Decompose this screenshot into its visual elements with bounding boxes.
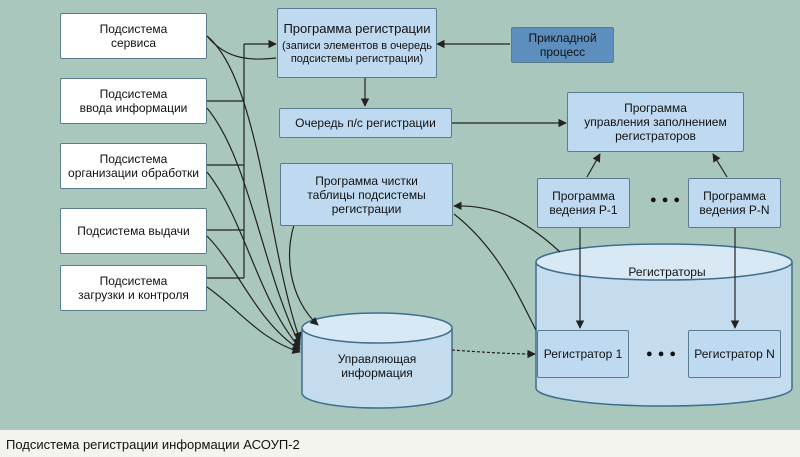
maintain-ellipsis: ● ● ● — [650, 194, 682, 206]
maintain-pn-program[interactable]: Программа ведения Р-N — [688, 178, 781, 228]
subsystem-service[interactable]: Подсистема сервиса — [60, 13, 207, 59]
control-info-cylinder — [301, 312, 453, 409]
subsystem-processing-line2: организации обработки — [68, 166, 199, 180]
arrow-output-to-control — [206, 235, 301, 351]
subsystem-input-line1: Подсистема — [99, 87, 168, 101]
registrator-n-label: Регистратор N — [694, 347, 775, 361]
registration-program[interactable]: Программа регистрации (записи элементов … — [277, 8, 437, 78]
arrow-cleanup-control — [288, 209, 319, 326]
arrow-p1-to-manager — [586, 153, 601, 178]
subsystem-output-line1: Подсистема выдачи — [77, 224, 190, 238]
arrow-cleanup-to-registrators — [453, 213, 537, 331]
cleanup-program-line1: Программа чистки — [315, 173, 418, 188]
arrow-control-to-reg1 — [451, 349, 536, 359]
maintain-p1-program[interactable]: Программа ведения Р-1 — [537, 178, 630, 228]
fill-manager-line3: регистраторов — [615, 129, 696, 143]
arrow-processing-to-control — [206, 171, 301, 349]
registration-queue-label: Очередь п/с регистрации — [295, 116, 436, 130]
control-info-line1: Управляющая — [337, 352, 417, 366]
arrow-pn-to-manager — [712, 153, 728, 178]
control-info-line2: информация — [341, 366, 413, 380]
arrow-registrators-to-cleanup — [453, 201, 561, 253]
applied-process-line1: Прикладной — [528, 31, 597, 45]
cleanup-program[interactable]: Программа чистки таблицы подсистемы реги… — [280, 163, 453, 226]
subsystem-loading-line2: загрузки и контроля — [78, 288, 189, 302]
arrow-loading-to-control — [206, 286, 301, 354]
fill-manager-program[interactable]: Программа управления заполнением регистр… — [567, 92, 744, 152]
maintain-pn-line2: ведения Р-N — [699, 203, 770, 217]
subsystem-service-line1: Подсистема — [99, 22, 168, 36]
subsystem-loading-line1: Подсистема — [99, 274, 168, 288]
registrators-title: Регистраторы — [628, 265, 706, 279]
registrator-n[interactable]: Регистратор N — [688, 330, 781, 378]
applied-process[interactable]: Прикладной процесс — [511, 27, 614, 63]
registration-program-note-line1: (записи элементов в очередь — [282, 39, 432, 52]
maintain-p1-line1: Программа — [552, 189, 615, 203]
registration-program-title: Программа регистрации — [283, 20, 431, 36]
arrow-service-to-control — [206, 35, 302, 341]
registrator-1[interactable]: Регистратор 1 — [537, 330, 629, 378]
subsystem-output[interactable]: Подсистема выдачи — [60, 208, 207, 254]
figure-caption: Подсистема регистрации информации АСОУП-… — [6, 437, 300, 452]
control-info-label: Управляющая информация — [317, 352, 437, 380]
cleanup-program-line3: регистрации — [331, 201, 402, 216]
subsystem-loading[interactable]: Подсистема загрузки и контроля — [60, 265, 207, 311]
fill-manager-line1: Программа — [624, 101, 687, 115]
subsystem-processing-line1: Подсистема — [99, 152, 168, 166]
applied-process-line2: процесс — [539, 45, 586, 59]
registrators-ellipsis: ● ● ● — [646, 348, 678, 360]
registration-program-note-line2: подсистемы регистрации) — [290, 52, 424, 65]
maintain-p1-line2: ведения Р-1 — [549, 203, 618, 217]
fill-manager-line2: управления заполнением — [584, 115, 727, 129]
subsystem-service-line2: сервиса — [110, 36, 157, 50]
registration-queue[interactable]: Очередь п/с регистрации — [279, 108, 452, 138]
arrow-input-to-control — [206, 107, 301, 346]
cleanup-program-line2: таблицы подсистемы — [307, 187, 426, 202]
subsystem-input-line2: ввода информации — [79, 101, 188, 115]
registrator-1-label: Регистратор 1 — [543, 347, 623, 361]
maintain-pn-line1: Программа — [703, 189, 766, 203]
subsystem-input[interactable]: Подсистема ввода информации — [60, 78, 207, 124]
subsystem-processing[interactable]: Подсистема организации обработки — [60, 143, 207, 189]
